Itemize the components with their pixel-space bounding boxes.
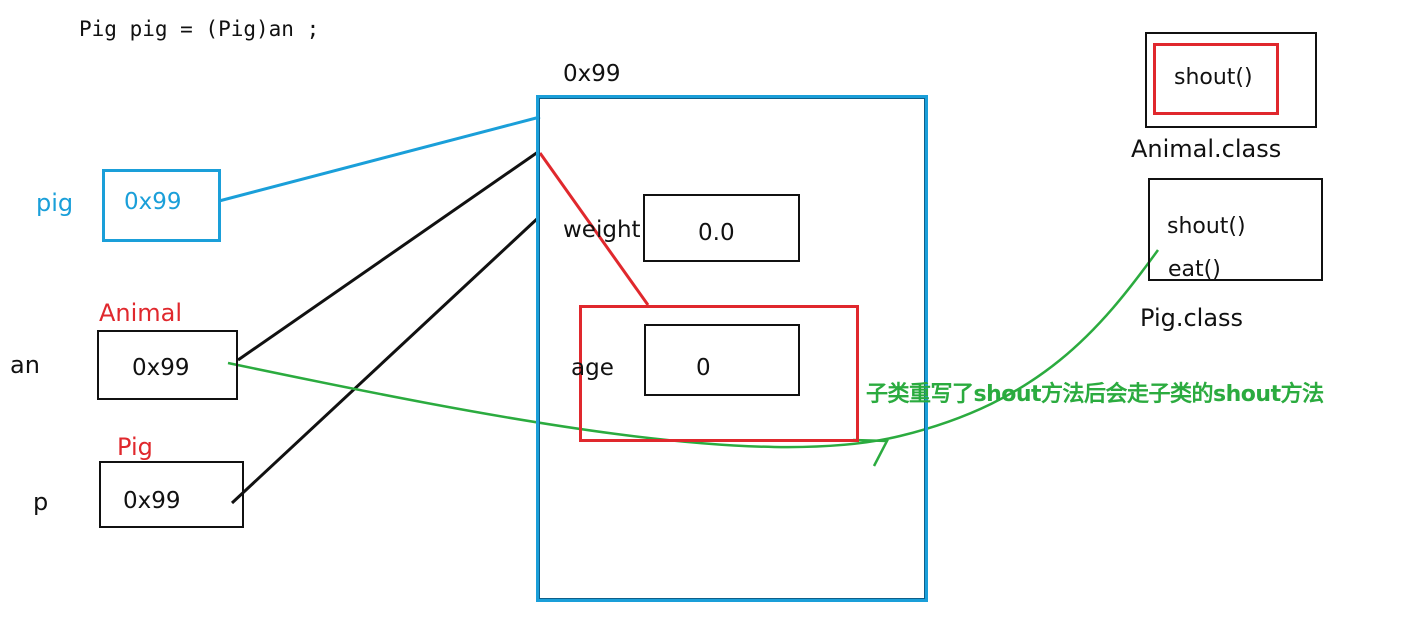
var-p-type-label: Pig — [117, 433, 153, 461]
field-age-box — [644, 324, 800, 396]
var-pig-value: 0x99 — [124, 189, 182, 215]
field-age-value: 0 — [696, 355, 711, 381]
heap-address-label: 0x99 — [563, 61, 621, 87]
pig-ref-line — [218, 115, 541, 203]
animal-class-box — [1145, 32, 1317, 128]
field-weight-label: weight — [563, 217, 641, 243]
pig-method-shout: shout() — [1167, 214, 1246, 239]
var-p-value: 0x99 — [123, 488, 181, 514]
var-pig-label: pig — [36, 189, 74, 217]
code-line: Pig pig = (Pig)an ; — [79, 17, 320, 41]
p-ref-line — [230, 216, 540, 505]
var-an-label: an — [10, 351, 40, 379]
var-an-type-label: Animal — [99, 299, 183, 327]
animal-shout-highlight — [1153, 43, 1279, 115]
pig-portion-highlight — [579, 305, 859, 442]
field-age-label: age — [571, 355, 614, 381]
field-weight-box — [643, 194, 800, 262]
animal-class-label: Animal.class — [1131, 135, 1282, 163]
pig-class-label: Pig.class — [1140, 304, 1244, 332]
var-an-box — [97, 330, 238, 400]
pig-class-box — [1148, 178, 1323, 281]
var-an-value: 0x99 — [132, 355, 190, 381]
override-annotation: 子类重写了shout方法后会走子类的shout方法 — [866, 382, 1324, 407]
var-pig-box — [102, 169, 221, 242]
heap-object-box — [536, 95, 928, 602]
field-weight-value: 0.0 — [698, 220, 735, 246]
var-p-box — [99, 461, 244, 528]
an-ref-line — [237, 150, 539, 362]
pig-method-eat: eat() — [1168, 257, 1221, 282]
var-p-label: p — [33, 488, 49, 516]
animal-method-shout: shout() — [1174, 65, 1253, 90]
